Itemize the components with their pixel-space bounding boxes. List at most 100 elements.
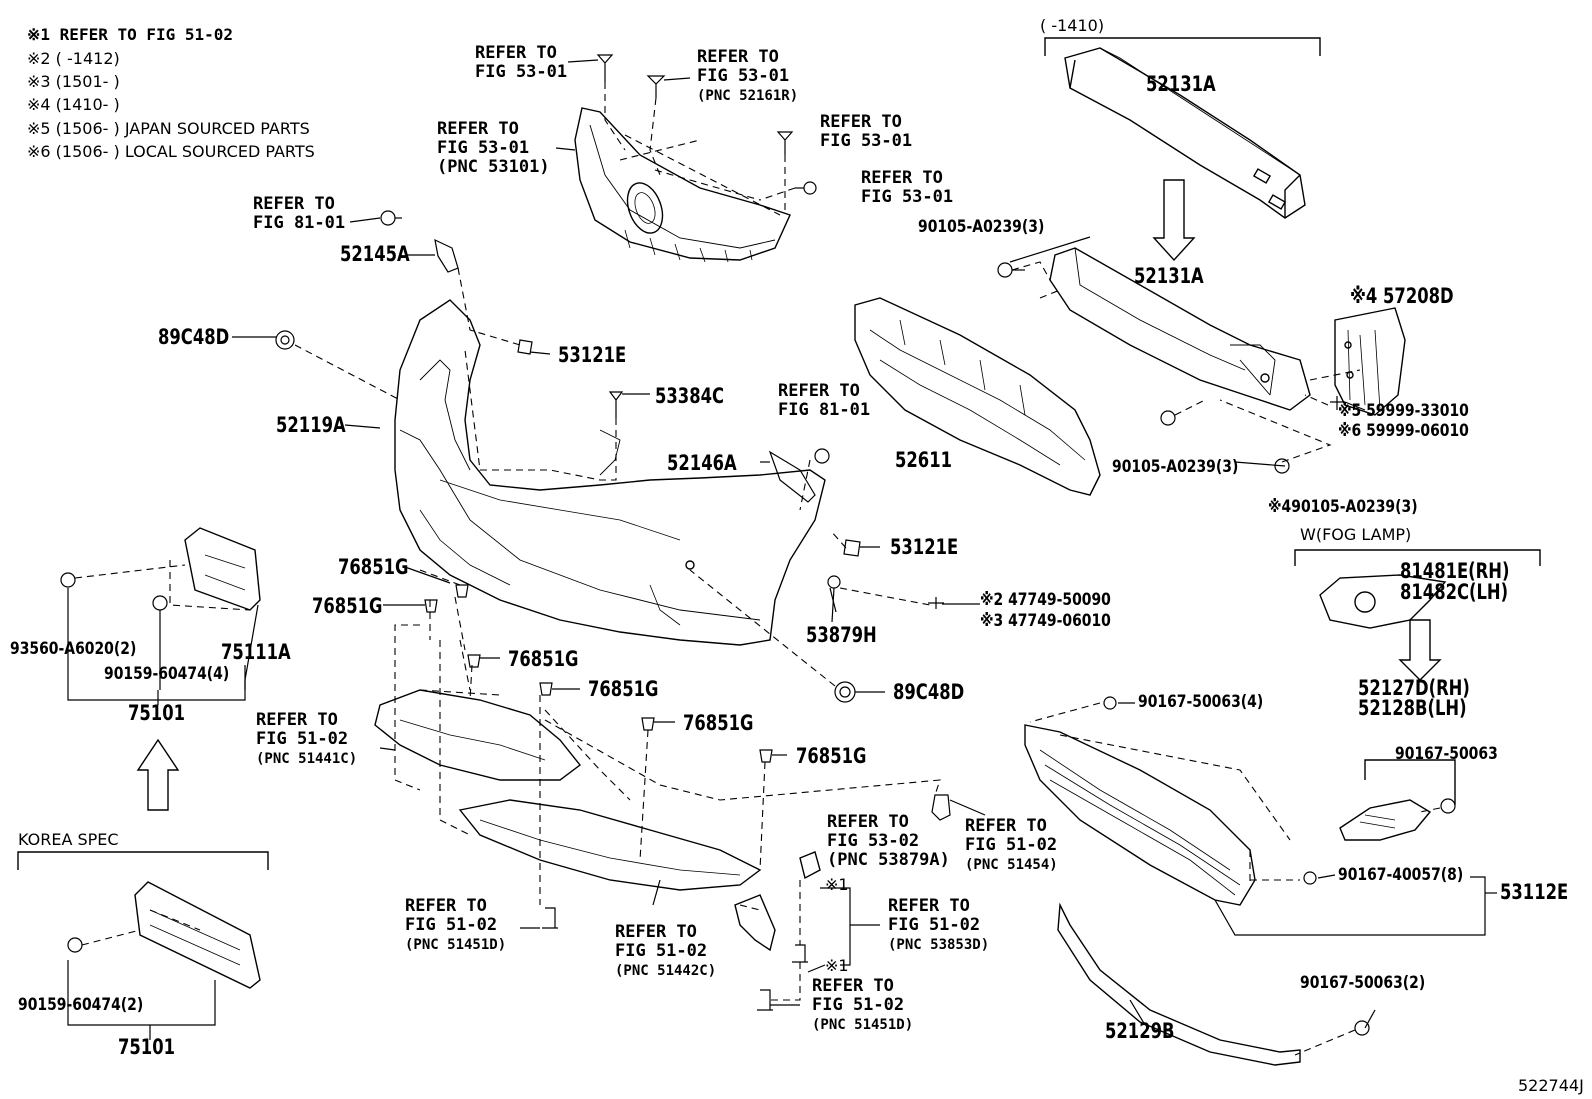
note-marker-x1-a: ※1 (825, 875, 849, 894)
part-90167-50063[interactable]: 90167-50063 (1395, 744, 1498, 764)
refer-line1: REFER TO (861, 168, 943, 188)
part-76851g-6[interactable]: 76851G (796, 744, 867, 768)
refer-line1: REFER TO (405, 896, 487, 916)
part-59999-33010[interactable]: ※5 59999-33010 (1338, 401, 1469, 421)
energy-absorber (854, 297, 1101, 496)
part-75101-korea[interactable]: 75101 (118, 1035, 175, 1059)
part-90167-50063-2[interactable]: 90167-50063(2) (1300, 973, 1426, 993)
part-53384c[interactable]: 53384C (655, 384, 725, 408)
refer-line1: REFER TO (820, 112, 902, 132)
part-89c48d-left[interactable]: 89C48D (158, 325, 230, 349)
part-76851g-1[interactable]: 76851G (338, 555, 409, 579)
bumper-cover (394, 299, 826, 646)
part-81481e-rh[interactable]: 81481E(RH) (1400, 559, 1510, 583)
bracket-fog (1294, 549, 1541, 566)
refer-line1: REFER TO (256, 710, 338, 730)
note-4: ※4 (1410- ) (27, 95, 120, 114)
reinforcement-upper (1064, 47, 1306, 219)
refer-line1: REFER TO (812, 976, 894, 996)
lower-moulding (1057, 902, 1301, 1066)
part-75101-main[interactable]: 75101 (128, 701, 185, 725)
part-53112e[interactable]: 53112E (1500, 880, 1569, 904)
part-76851g-3[interactable]: 76851G (508, 647, 579, 671)
part-90167-40057-8[interactable]: 90167-40057(8) (1338, 865, 1464, 885)
part-90159-60474-2[interactable]: 90159-60474(2) (18, 995, 144, 1015)
part-90105-a0239-lower[interactable]: 90105-A0239(3) (1112, 457, 1239, 477)
license-plate-bracket (184, 527, 261, 611)
part-76851g-4[interactable]: 76851G (588, 677, 659, 701)
part-90105-a0239-upper[interactable]: 90105-A0239(3) (918, 217, 1045, 237)
part-52128b-lh[interactable]: 52128B(LH) (1358, 696, 1467, 720)
part-47749-06010[interactable]: ※3 47749-06010 (980, 611, 1111, 631)
part-93560-a6020[interactable]: 93560-A6020(2) (10, 639, 137, 659)
part-53121e-upper[interactable]: 53121E (558, 343, 627, 367)
bracket-fog-bezel (1364, 759, 1456, 805)
part-47749-50090[interactable]: ※2 47749-50090 (980, 590, 1111, 610)
part-75111a[interactable]: 75111A (221, 640, 291, 664)
part-52131a-upper[interactable]: 52131A (1146, 72, 1216, 96)
part-52119a[interactable]: 52119A (276, 413, 346, 437)
part-90105-a0239-x4[interactable]: ※490105-A0239(3) (1268, 497, 1418, 517)
part-59999-06010[interactable]: ※6 59999-06010 (1338, 421, 1469, 441)
note-1: ※1 REFER TO FIG 51-02 (27, 25, 234, 44)
refer-line1: REFER TO (888, 896, 970, 916)
part-81482c-lh[interactable]: 81482C(LH) (1400, 580, 1509, 604)
part-90159-60474-4[interactable]: 90159-60474(4) (104, 664, 230, 684)
refer-pnc: (PNC 53101) (437, 157, 550, 177)
part-89c48d-right[interactable]: 89C48D (893, 680, 965, 704)
part-52611[interactable]: 52611 (895, 448, 952, 472)
refer-line2: FIG 81-01 (253, 213, 346, 233)
refer-pnc: (PNC 52161R) (697, 88, 799, 104)
refer-pnc: (PNC 51451D) (405, 937, 507, 953)
bracket-korea (17, 851, 269, 870)
refer-line2: FIG 53-01 (820, 131, 913, 151)
refer-line1: REFER TO (965, 816, 1047, 836)
refer-line2: FIG 51-02 (812, 995, 905, 1015)
engine-under-cover-lower (458, 799, 762, 891)
part-76851g-5[interactable]: 76851G (683, 711, 754, 735)
refer-line1: REFER TO (475, 43, 557, 63)
bracket-53853d (734, 894, 776, 952)
refer-line2: FIG 51-02 (256, 729, 349, 749)
upper-grille (574, 107, 791, 263)
leader-lines-dashed (74, 82, 1441, 1056)
refer-line2: FIG 51-02 (405, 915, 498, 935)
part-90167-50063-4[interactable]: 90167-50063(4) (1138, 692, 1264, 712)
fasteners (60, 54, 1456, 1036)
reinforcement-lower (1049, 247, 1311, 411)
refer-line2: FIG 51-02 (615, 941, 708, 961)
bracket-57208d (1334, 307, 1406, 416)
part-57208d[interactable]: ※4 57208D (1350, 284, 1454, 308)
part-52145a[interactable]: 52145A (340, 242, 410, 266)
fog-lamp-bezel (1339, 799, 1432, 841)
part-52127d-rh[interactable]: 52127D(RH) (1358, 676, 1470, 700)
part-52129b[interactable]: 52129B (1105, 1019, 1175, 1043)
part-52146a[interactable]: 52146A (667, 451, 737, 475)
refer-pnc: (PNC 53879A) (827, 850, 950, 870)
part-52131a-lower[interactable]: 52131A (1134, 264, 1204, 288)
refer-line2: FIG 51-02 (965, 835, 1058, 855)
refer-pnc: (PNC 51451D) (812, 1017, 914, 1033)
refer-line2: FIG 53-02 (827, 831, 920, 851)
refer-line1: REFER TO (697, 47, 779, 67)
refer-line2: FIG 51-02 (888, 915, 981, 935)
refer-pnc: (PNC 51442C) (615, 963, 717, 979)
part-76851g-2[interactable]: 76851G (312, 594, 383, 618)
refer-pnc: (PNC 51441C) (256, 751, 358, 767)
part-53121e-lower[interactable]: 53121E (890, 535, 959, 559)
part-53879h[interactable]: 53879H (806, 623, 877, 647)
